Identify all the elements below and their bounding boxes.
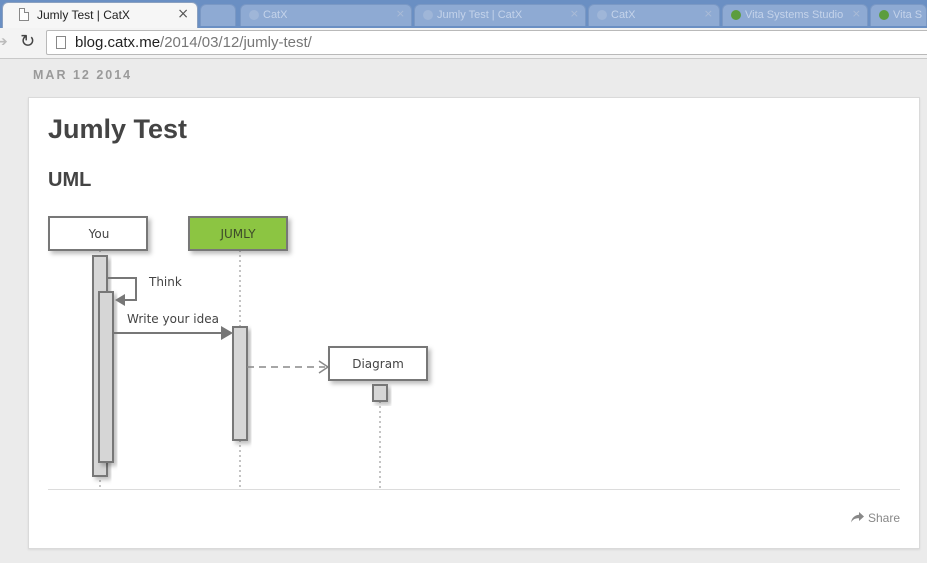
- close-icon[interactable]: ×: [395, 7, 405, 20]
- section-heading: UML: [48, 169, 92, 191]
- tab-active[interactable]: Jumly Test | CatX ×: [2, 2, 198, 28]
- favicon-icon: [597, 10, 607, 20]
- tab-strip: Jumly Test | CatX × CatX × Jumly Test | …: [0, 0, 927, 28]
- share-button[interactable]: Share: [850, 511, 900, 525]
- post-card: Jumly Test UML You JUMLY Think Write you…: [28, 97, 920, 549]
- share-label: Share: [867, 511, 900, 525]
- url-path: /2014/03/12/jumly-test/: [160, 34, 312, 51]
- participant-jumly-box: [188, 216, 288, 251]
- message-write-label: Write your idea: [127, 312, 219, 326]
- tab-background[interactable]: CatX ×: [240, 4, 412, 26]
- page-icon: [19, 8, 29, 21]
- forward-icon[interactable]: ➔: [0, 34, 8, 50]
- post-title: Jumly Test: [48, 114, 188, 144]
- sequence-diagram: You JUMLY Think Write your idea Diagram: [48, 216, 428, 490]
- favicon-icon: [249, 10, 259, 20]
- post-date: MAR 12 2014: [33, 68, 133, 82]
- tab-background[interactable]: Vita Systems Studio ×: [722, 4, 868, 26]
- arrowhead-icon: [221, 326, 233, 340]
- activation-jumly: [232, 326, 248, 441]
- created-object-box: [328, 346, 428, 381]
- participant-you-box: [48, 216, 148, 251]
- activation-you-inner: [98, 291, 114, 463]
- favicon-icon: [731, 10, 741, 20]
- address-bar[interactable]: blog.catx.me/2014/03/12/jumly-test/: [46, 30, 927, 55]
- url-host: blog.catx.me: [75, 34, 161, 51]
- browser-toolbar: ➔ ↻ blog.catx.me/2014/03/12/jumly-test/: [0, 28, 927, 59]
- tab-background[interactable]: Jumly Test | CatX ×: [414, 4, 586, 26]
- close-icon[interactable]: ×: [703, 7, 713, 20]
- participant-you-label: You: [88, 227, 110, 241]
- url-text[interactable]: blog.catx.me/2014/03/12/jumly-test/: [75, 34, 312, 51]
- close-icon[interactable]: ×: [177, 6, 189, 22]
- close-icon[interactable]: ×: [851, 7, 861, 20]
- tab-title: Jumly Test | CatX: [37, 8, 130, 22]
- self-message-arrow: [107, 277, 137, 301]
- divider: [48, 489, 900, 490]
- page-icon: [56, 36, 66, 49]
- activation-diagram: [372, 384, 388, 402]
- message-think-label: Think: [148, 275, 182, 289]
- tab-new[interactable]: [200, 4, 236, 26]
- close-icon[interactable]: ×: [569, 7, 579, 20]
- tab-background[interactable]: Vita S: [870, 4, 927, 26]
- share-arrow-icon: [850, 512, 864, 523]
- participant-jumly-label: JUMLY: [219, 227, 256, 241]
- reload-icon[interactable]: ↻: [20, 31, 36, 52]
- arrowhead-icon: [115, 294, 125, 306]
- created-object-label: Diagram: [352, 357, 404, 371]
- favicon-icon: [879, 10, 889, 20]
- favicon-icon: [423, 10, 433, 20]
- tab-background[interactable]: CatX ×: [588, 4, 720, 26]
